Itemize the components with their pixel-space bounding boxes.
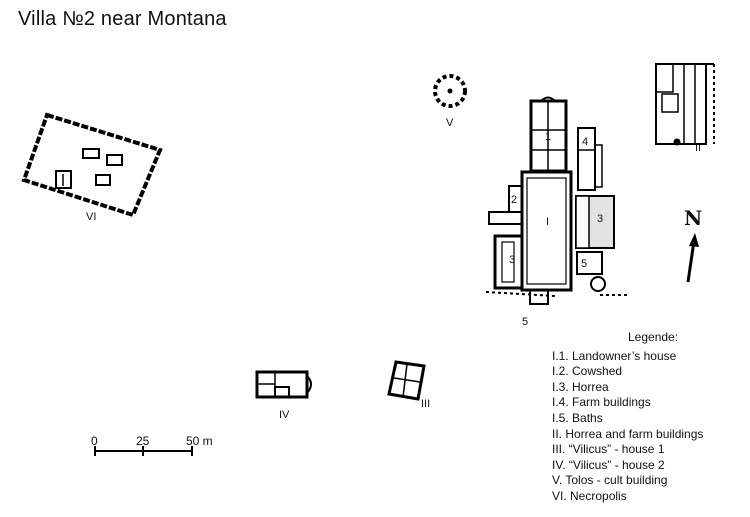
legend-item: III. “Vilicus” - house 1 xyxy=(552,442,665,457)
legend-item: I.2. Cowshed xyxy=(552,364,623,379)
main-complex-plan xyxy=(485,96,628,305)
legend-item: II. Horrea and farm buildings xyxy=(552,426,704,441)
scale-tick-25: 25 xyxy=(136,434,150,448)
label-n2: 2 xyxy=(511,194,518,206)
legend: Legende: I.1. Landowner’s house I.2. Cow… xyxy=(552,330,703,505)
scale-bar xyxy=(94,446,193,456)
label-main-i: I xyxy=(546,216,550,228)
label-n3b: 3 xyxy=(597,213,604,225)
legend-heading: Legende: xyxy=(628,330,679,344)
label-n1: 1 xyxy=(545,131,552,143)
legend-item: VI. Necropolis xyxy=(552,488,627,503)
legend-item: V. Tolos - cult building xyxy=(552,473,668,488)
tolos-plan xyxy=(433,74,467,108)
vilicus-house-2-plan xyxy=(255,370,312,399)
north-arrow-icon xyxy=(686,233,699,283)
vilicus-house-1-plan xyxy=(387,360,426,401)
horrea-farm-plan xyxy=(655,63,715,146)
scale-tick-0: 0 xyxy=(91,434,98,448)
label-n5a: 5 xyxy=(581,258,588,270)
label-vi: VI xyxy=(86,211,97,223)
legend-item: I.1. Landowner’s house xyxy=(552,348,677,363)
page-title: Villa №2 near Montana xyxy=(18,8,227,30)
legend-item: IV. “Vilicus” - house 2 xyxy=(552,457,665,472)
legend-item: I.4. Farm buildings xyxy=(552,395,651,410)
label-ii: II xyxy=(695,142,702,154)
label-iii: III xyxy=(421,398,431,410)
legend-item: I.3. Horrea xyxy=(552,379,609,394)
north-label: N xyxy=(684,206,703,230)
scale-tick-50: 50 m xyxy=(186,434,213,448)
legend-item: I.5. Baths xyxy=(552,410,603,425)
necropolis-plan xyxy=(21,112,163,218)
label-n5b: 5 xyxy=(522,316,529,328)
label-iv: IV xyxy=(279,409,290,421)
label-n3a: 3 xyxy=(509,254,516,266)
label-v: V xyxy=(446,117,454,129)
label-n4: 4 xyxy=(582,136,589,148)
